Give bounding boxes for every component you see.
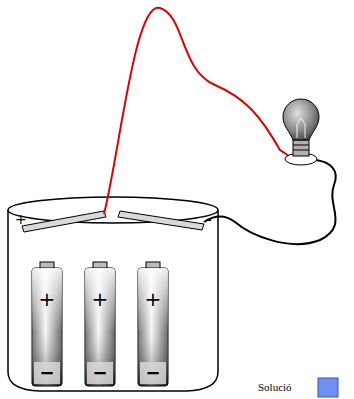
polarity-sign: − xyxy=(92,364,107,382)
housing-top xyxy=(8,197,218,223)
light-bulb xyxy=(283,99,319,165)
polarity-sign: + xyxy=(39,289,56,309)
button-label: Solució xyxy=(258,382,292,393)
positive-strip xyxy=(22,211,106,232)
polarity-sign: + xyxy=(92,289,109,309)
red-wire xyxy=(104,8,292,214)
negative-strip xyxy=(118,211,204,230)
cells xyxy=(32,262,168,386)
polarity-sign: + xyxy=(145,289,162,309)
black-wire xyxy=(204,160,336,244)
polarity-sign: + xyxy=(15,212,27,226)
solution-button xyxy=(318,378,338,397)
polarity-sign: − xyxy=(145,364,160,382)
battery-housing xyxy=(8,210,218,391)
polarity-sign: - xyxy=(206,212,212,226)
polarity-sign: − xyxy=(39,364,54,382)
